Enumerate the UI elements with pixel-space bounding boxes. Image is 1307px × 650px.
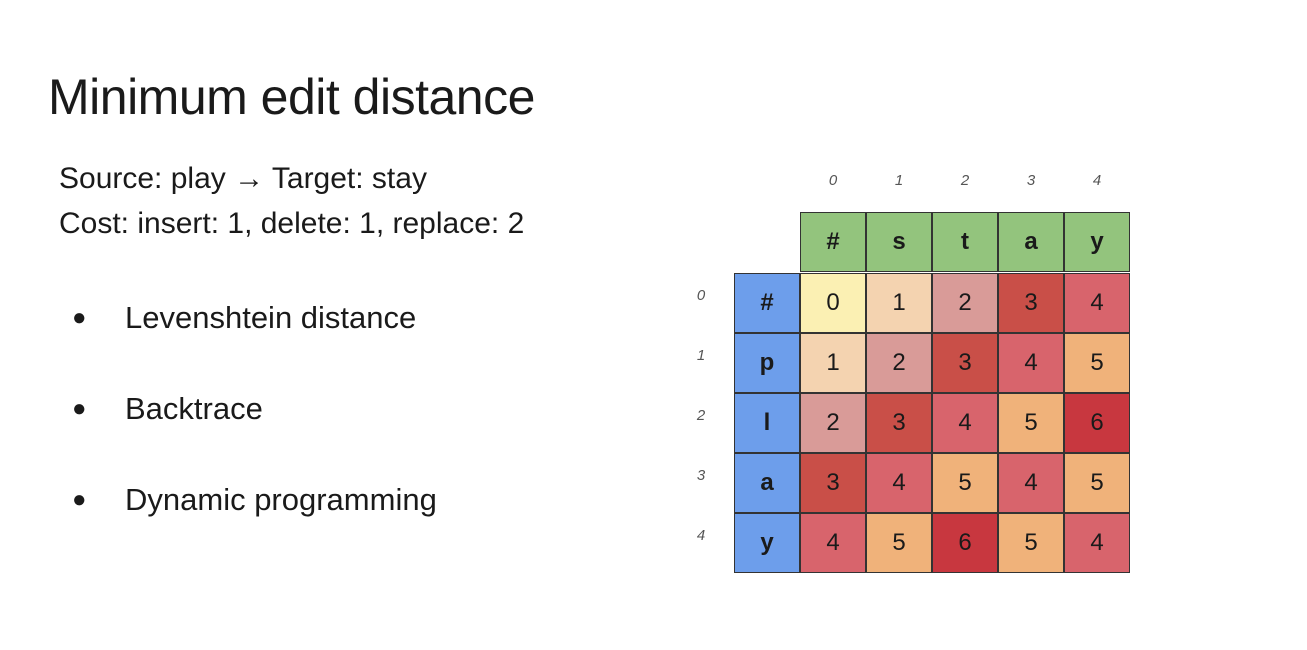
target-char-cell: a (998, 212, 1064, 272)
slide-title: Minimum edit distance (48, 69, 535, 125)
bullet-dot-icon: ● (72, 304, 87, 331)
column-index-label: 3 (1026, 172, 1036, 189)
matrix-value-cell: 2 (866, 333, 932, 393)
matrix-value-cell: 4 (1064, 513, 1130, 573)
row-index-label: 0 (696, 287, 706, 304)
row-index-label: 3 (696, 467, 706, 484)
matrix-value-cell: 5 (1064, 453, 1130, 513)
matrix-value-cell: 3 (866, 393, 932, 453)
row-index-label: 4 (696, 527, 706, 544)
matrix-value-cell: 5 (932, 453, 998, 513)
matrix-value-cell: 5 (998, 393, 1064, 453)
matrix-value-cell: 5 (998, 513, 1064, 573)
bullet-text: Backtrace (125, 391, 263, 426)
source-char-cell: a (734, 453, 800, 513)
source-char-cell: p (734, 333, 800, 393)
source-char-cell: y (734, 513, 800, 573)
matrix-value-cell: 3 (932, 333, 998, 393)
matrix-value-cell: 6 (932, 513, 998, 573)
matrix-value-cell: 4 (1064, 273, 1130, 333)
matrix-value-cell: 5 (866, 513, 932, 573)
bullet-text: Levenshtein distance (125, 300, 417, 335)
column-index-label: 4 (1092, 172, 1102, 189)
matrix-value-cell: 4 (998, 333, 1064, 393)
column-index-label: 1 (894, 172, 904, 189)
source-target-line: Source: play → Target: stay (59, 162, 427, 195)
bullet-text: Dynamic programming (125, 482, 437, 517)
matrix-value-cell: 3 (800, 453, 866, 513)
bullet-dot-icon: ● (72, 486, 87, 513)
column-index-label: 2 (960, 172, 970, 189)
matrix-value-cell: 3 (998, 273, 1064, 333)
column-index-label: 0 (828, 172, 838, 189)
matrix-value-cell: 6 (1064, 393, 1130, 453)
matrix-value-cell: 2 (800, 393, 866, 453)
row-index-label: 1 (696, 347, 706, 364)
target-char-cell: y (1064, 212, 1130, 272)
matrix-value-cell: 2 (932, 273, 998, 333)
cost-line: Cost: insert: 1, delete: 1, replace: 2 (59, 207, 525, 240)
source-char-cell: l (734, 393, 800, 453)
matrix-value-cell: 0 (800, 273, 866, 333)
matrix-value-cell: 4 (866, 453, 932, 513)
target-char-cell: s (866, 212, 932, 272)
matrix-value-cell: 1 (866, 273, 932, 333)
matrix-value-cell: 4 (998, 453, 1064, 513)
row-index-label: 2 (696, 407, 706, 424)
target-char-cell: t (932, 212, 998, 272)
bullet-dot-icon: ● (72, 395, 87, 422)
source-char-cell: # (734, 273, 800, 333)
matrix-value-cell: 4 (800, 513, 866, 573)
target-char-cell: # (800, 212, 866, 272)
matrix-value-cell: 4 (932, 393, 998, 453)
matrix-value-cell: 5 (1064, 333, 1130, 393)
matrix-value-cell: 1 (800, 333, 866, 393)
